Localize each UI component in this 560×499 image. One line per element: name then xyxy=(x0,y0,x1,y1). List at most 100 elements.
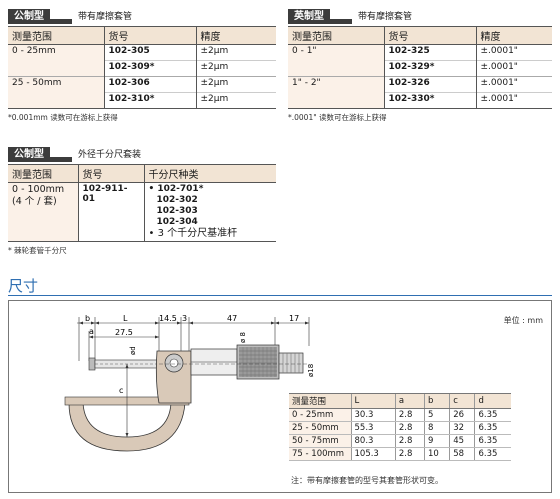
label-14-5: 14.5 xyxy=(159,314,177,323)
header-c: c xyxy=(449,393,475,409)
metric-spec-block: 公制型 带有摩擦套管 测量范围 货号 精度 0 - 25mm 102-305 ±… xyxy=(8,8,276,123)
range-line: 0 - 100mm xyxy=(12,184,65,195)
cell-c: 45 xyxy=(449,434,475,448)
inch-spec-block: 英制型 带有摩擦套管 测量范围 货号 精度 0 - 1" 102-325 ±.0… xyxy=(288,8,552,123)
header-accuracy: 精度 xyxy=(475,26,552,45)
cell-c: 32 xyxy=(449,421,475,435)
header-b: b xyxy=(423,393,450,409)
dimensions-panel: 单位 : mm b xyxy=(8,300,552,493)
dimensions-table-note: 注：带有摩擦套管的型号其套管形状可变。 xyxy=(291,476,443,485)
cell-b: 5 xyxy=(423,408,450,422)
table-row: 102-310* ±2μm xyxy=(8,92,276,109)
inch-tag: 英制型 xyxy=(288,9,330,24)
lock-knob-center xyxy=(169,358,179,368)
type-item: • 102-701* xyxy=(148,184,204,194)
type-item: 102-304 xyxy=(156,217,198,227)
set-spec-table: 测量范围 货号 千分尺种类 0 - 100mm (4 个 / 套) 102-91… xyxy=(8,164,276,242)
cell-L: 30.3 xyxy=(350,408,396,422)
cell-range xyxy=(8,60,104,77)
metric-tag: 公制型 xyxy=(8,9,50,24)
cell-range: 0 - 25mm xyxy=(8,44,104,61)
label-c: c xyxy=(119,386,123,395)
header-range: 测量范围 xyxy=(8,164,78,183)
cell-code: 102-305 xyxy=(103,44,196,61)
cell-b: 9 xyxy=(423,434,450,448)
label-L: L xyxy=(123,314,128,323)
cell-d: 6.35 xyxy=(474,408,511,422)
cell-c: 26 xyxy=(449,408,475,422)
inch-spec-table: 测量范围 货号 精度 0 - 1" 102-325 ±.0001" 102-32… xyxy=(288,26,552,109)
header-code: 货号 xyxy=(77,164,144,183)
table-header-row: 测量范围 货号 精度 xyxy=(288,26,552,45)
metric-desc: 带有摩擦套管 xyxy=(78,12,133,22)
cell-c: 58 xyxy=(449,447,475,461)
cell-code: 102-310* xyxy=(103,92,196,109)
label-phi8: ø 8 xyxy=(239,332,247,343)
label-phi18: ø18 xyxy=(307,364,315,377)
header-types: 千分尺种类 xyxy=(143,164,276,183)
table-row: 25 - 50mm 102-306 ±2μm xyxy=(8,76,276,93)
set-tag: 公制型 xyxy=(8,147,50,162)
cell-L: 105.3 xyxy=(350,447,396,461)
header-a: a xyxy=(394,393,425,409)
type-item: • 3 个千分尺基准杆 xyxy=(148,228,238,239)
cell-accuracy: ±2μm xyxy=(195,60,276,77)
cell-code: 102-326 xyxy=(383,76,476,93)
cell-accuracy: ±.0001" xyxy=(475,76,552,93)
table-row: 75 - 100mm 105.3 2.8 10 58 6.35 xyxy=(289,447,511,461)
set-spec-block: 公制型 外径千分尺套装 测量范围 货号 千分尺种类 0 - 100mm (4 个… xyxy=(8,146,276,256)
label-27-5: 27.5 xyxy=(115,328,133,337)
cell-b: 10 xyxy=(423,447,450,461)
tag-tail-decoration xyxy=(50,157,72,162)
label-17: 17 xyxy=(289,314,299,323)
ratchet-grooves xyxy=(282,353,300,373)
dimensions-title: 尺寸 xyxy=(8,277,39,295)
table-row: 102-309* ±2μm xyxy=(8,60,276,77)
cell-range: 75 - 100mm xyxy=(289,447,351,461)
cell-L: 80.3 xyxy=(350,434,396,448)
table-row: 1" - 2" 102-326 ±.0001" xyxy=(288,76,552,93)
set-note: * 棘轮套管千分尺 xyxy=(8,246,67,255)
table-row: 0 - 25mm 30.3 2.8 5 26 6.35 xyxy=(289,408,511,422)
cell-range: 0 - 1" xyxy=(288,44,384,61)
cell-types: • 102-701* 102-302 102-303 102-304 • 3 个… xyxy=(143,182,276,242)
table-row: 50 - 75mm 80.3 2.8 9 45 6.35 xyxy=(289,434,511,448)
cell-code: 102-330* xyxy=(383,92,476,109)
cell-range: 50 - 75mm xyxy=(289,434,351,448)
label-b: b xyxy=(85,314,90,323)
set-tag-row: 公制型 外径千分尺套装 xyxy=(8,146,276,162)
tag-tail-decoration xyxy=(330,19,352,24)
c-arrow-top xyxy=(125,364,129,368)
cell-code: 102-911-01 xyxy=(77,182,144,242)
cell-range xyxy=(8,92,104,109)
type-item: 102-303 xyxy=(156,206,198,216)
unit-label: 单位 : mm xyxy=(503,316,543,325)
label-phid: ød xyxy=(129,346,137,355)
cell-accuracy: ±2μm xyxy=(195,76,276,93)
header-range: 测量范围 xyxy=(289,393,351,409)
cell-range: 1" - 2" xyxy=(288,76,384,93)
set-desc: 外径千分尺套装 xyxy=(78,150,142,160)
micrometer-drawing: b a L 27.5 14.5 3 47 17 ø 8 ø18 ød c xyxy=(64,314,315,452)
header-d: d xyxy=(474,393,511,409)
thimble-knurl xyxy=(239,347,277,377)
metric-spec-table: 测量范围 货号 精度 0 - 25mm 102-305 ±2μm 102-309… xyxy=(8,26,276,109)
cell-b: 8 xyxy=(423,421,450,435)
label-3: 3 xyxy=(182,314,187,323)
metric-tag-row: 公制型 带有摩擦套管 xyxy=(8,8,276,24)
arrowheads xyxy=(79,321,309,339)
table-row: 25 - 50mm 55.3 2.8 8 32 6.35 xyxy=(289,421,511,435)
type-item: 102-302 xyxy=(156,195,198,205)
cell-a: 2.8 xyxy=(394,408,425,422)
label-a: a xyxy=(89,327,94,336)
cell-accuracy: ±.0001" xyxy=(475,92,552,109)
header-range: 测量范围 xyxy=(288,26,384,45)
inch-note: *.0001" 读数可在游标上获得 xyxy=(288,113,387,122)
cell-accuracy: ±.0001" xyxy=(475,60,552,77)
inch-desc: 带有摩擦套管 xyxy=(358,12,413,22)
cell-d: 6.35 xyxy=(474,447,511,461)
header-L: L xyxy=(350,393,396,409)
dimensions-table: 测量范围 L a b c d 0 - 25mm 30.3 2.8 5 26 6.… xyxy=(289,393,511,461)
header-range: 测量范围 xyxy=(8,26,104,45)
header-code: 货号 xyxy=(103,26,196,45)
